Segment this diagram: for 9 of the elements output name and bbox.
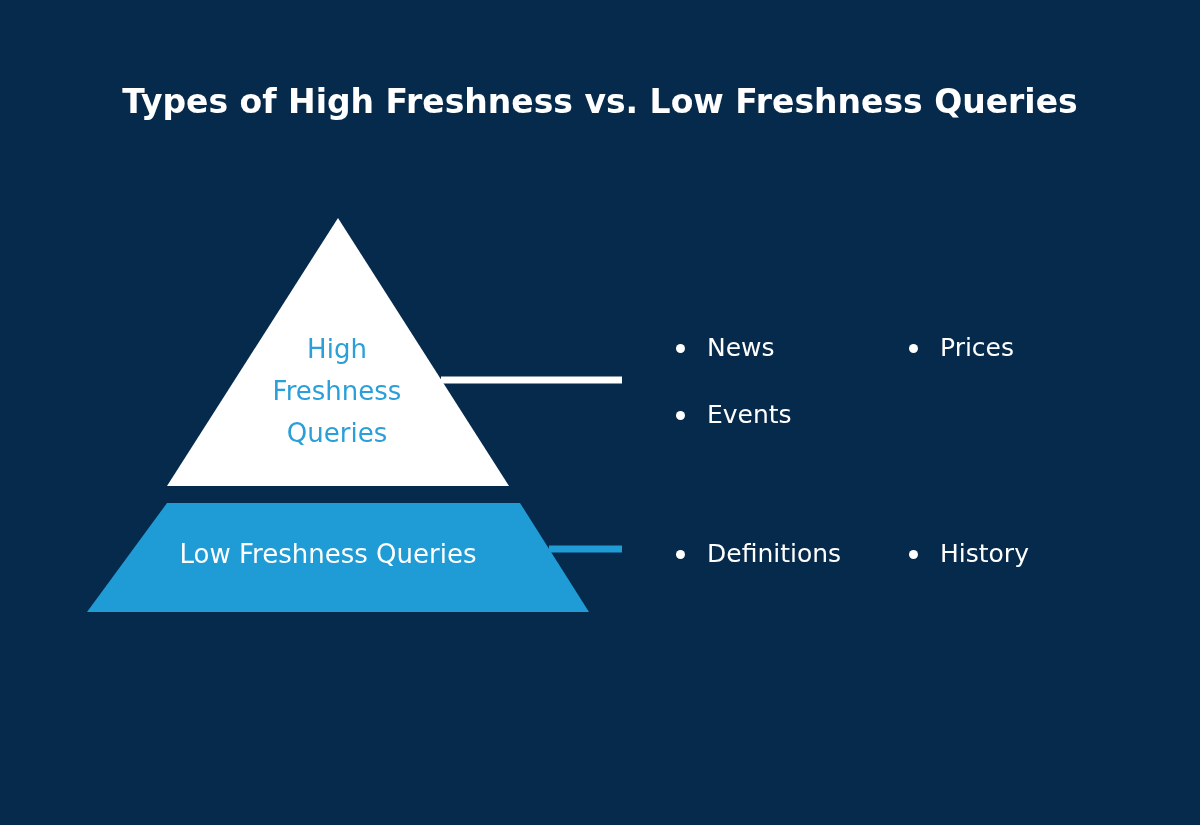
title: Types of High Freshness vs. Low Freshness Queries: [121, 82, 1079, 121]
bullet-item: Events: [672, 394, 905, 437]
bullet-item: Definitions: [672, 533, 905, 578]
bullet-item: News: [672, 327, 905, 370]
pyramid-label: High Freshness Queries: [271, 333, 403, 450]
pyramid-label: Low Freshness Queries: [178, 538, 478, 571]
bullet-item: Prices: [905, 327, 1138, 370]
bullet-item: History: [905, 533, 1138, 578]
connector-line: [549, 545, 622, 553]
